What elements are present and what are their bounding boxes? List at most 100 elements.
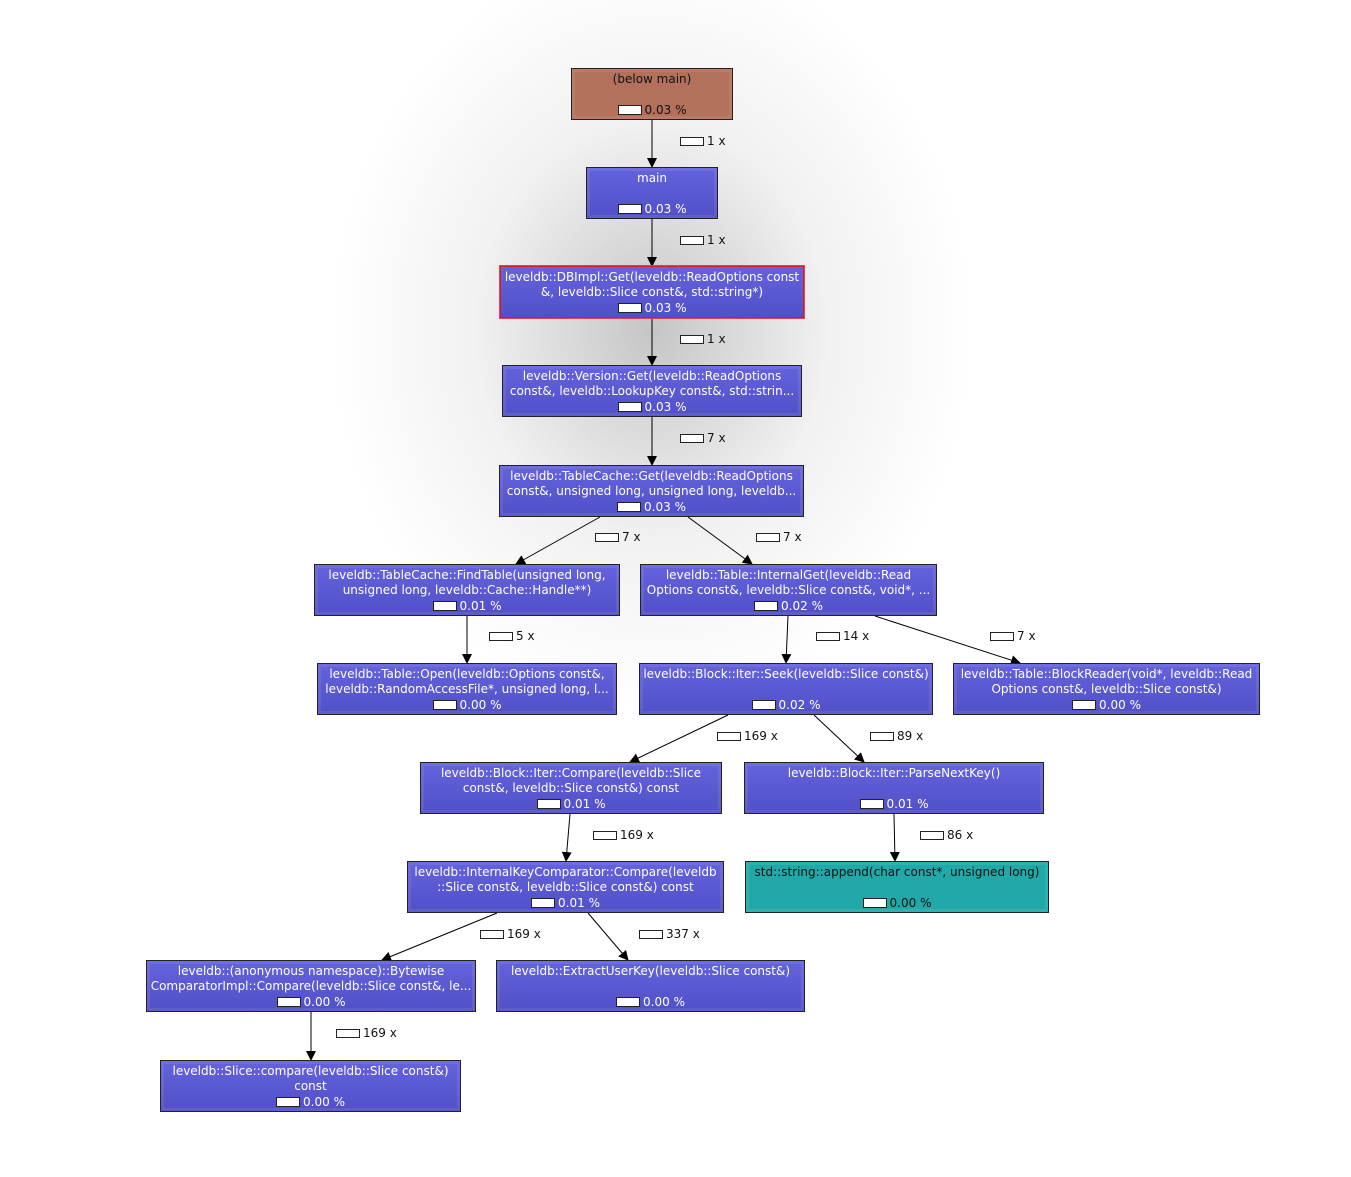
node-block-compare[interactable]: leveldb::Block::Iter::Compare(leveldb::S… [420, 762, 722, 814]
cost-value: 0.00 % [459, 697, 502, 712]
node-blockreader[interactable]: leveldb::Table::BlockReader(void*, level… [953, 663, 1260, 715]
node-label: leveldb::Block::Iter::Compare(leveldb::S… [440, 766, 702, 795]
edge-internalget-to-blockreader[interactable] [874, 615, 1021, 665]
call-bar [717, 731, 741, 741]
node-bytewise-compare[interactable]: leveldb::(anonymous namespace)::Bytewise… [146, 960, 476, 1012]
call-bar [593, 830, 617, 840]
edge-call-count: 169 x [336, 1026, 397, 1040]
cost-bar [276, 997, 301, 1007]
edge-call-count: 7 x [680, 431, 726, 445]
edge-tablecache-get-to-internalget[interactable] [687, 516, 753, 565]
call-bar [480, 929, 504, 939]
edge-call-count: 86 x [920, 828, 973, 842]
node-label: leveldb::(anonymous namespace)::Bytewise… [150, 964, 472, 993]
call-count-value: 1 x [707, 332, 726, 346]
node-label: leveldb::Block::Iter::ParseNextKey() [787, 766, 1001, 780]
node-label: leveldb::Version::Get(leveldb::ReadOptio… [509, 369, 795, 398]
call-bar [639, 929, 663, 939]
call-count-value: 169 x [507, 927, 541, 941]
node-internalget[interactable]: leveldb::Table::InternalGet(leveldb::Rea… [640, 564, 937, 616]
edge-call-count: 7 x [595, 530, 641, 544]
node-slice-compare[interactable]: leveldb::Slice::compare(leveldb::Slice c… [160, 1060, 461, 1112]
node-label: leveldb::DBImpl::Get(leveldb::ReadOption… [504, 270, 800, 299]
call-count-value: 337 x [666, 927, 700, 941]
node-findtable[interactable]: leveldb::TableCache::FindTable(unsigned … [314, 564, 620, 616]
node-label: leveldb::Table::InternalGet(leveldb::Rea… [646, 568, 931, 597]
node-label: leveldb::ExtractUserKey(leveldb::Slice c… [510, 964, 791, 978]
node-cost: 0.00 % [161, 1095, 460, 1109]
node-block-seek[interactable]: leveldb::Block::Iter::Seek(leveldb::Slic… [639, 663, 933, 715]
cost-bar [751, 700, 776, 710]
call-bar [990, 631, 1014, 641]
node-cost: 0.03 % [501, 301, 803, 315]
edge-call-count: 14 x [816, 629, 869, 643]
cost-value: 0.02 % [778, 697, 821, 712]
node-version-get[interactable]: leveldb::Version::Get(leveldb::ReadOptio… [502, 365, 802, 417]
edge-ikc-compare-to-bytewise-compare[interactable] [381, 912, 498, 962]
cost-value: 0.00 % [889, 895, 932, 910]
node-below-main[interactable]: (below main) 0.03 % [571, 68, 733, 120]
node-label: leveldb::Table::BlockReader(void*, level… [960, 667, 1253, 696]
node-main[interactable]: main 0.03 % [586, 167, 718, 219]
node-cost: 0.01 % [745, 797, 1043, 811]
edge-call-count: 169 x [480, 927, 541, 941]
node-cost: 0.03 % [572, 103, 732, 117]
edge-call-count: 7 x [990, 629, 1036, 643]
node-cost: 0.01 % [421, 797, 721, 811]
node-cost: 0.01 % [315, 599, 619, 613]
call-count-value: 14 x [843, 629, 870, 643]
node-label: leveldb::InternalKeyComparator::Compare(… [414, 865, 717, 894]
cost-value: 0.01 % [558, 895, 600, 910]
node-label: main [637, 171, 667, 185]
node-cost: 0.03 % [503, 400, 801, 414]
call-bar [756, 532, 780, 542]
edge-internalget-to-block-seek[interactable] [781, 615, 792, 664]
edge-ikc-compare-to-extractuserkey[interactable] [587, 912, 629, 961]
cost-value: 0.03 % [644, 102, 687, 117]
call-count-value: 169 x [744, 729, 778, 743]
cost-value: 0.01 % [563, 796, 606, 811]
edge-call-count: 1 x [680, 233, 726, 247]
edge-call-count: 89 x [870, 729, 923, 743]
cost-bar [432, 700, 457, 710]
node-string-append[interactable]: std::string::append(char const*, unsigne… [745, 861, 1049, 913]
node-parsenextkey[interactable]: leveldb::Block::Iter::ParseNextKey()0.01… [744, 762, 1044, 814]
cost-value: 0.02 % [781, 598, 823, 613]
edge-call-count: 169 x [717, 729, 778, 743]
node-table-open[interactable]: leveldb::Table::Open(leveldb::Options co… [317, 663, 617, 715]
node-label: (below main) [612, 72, 692, 86]
edge-tablecache-get-to-findtable[interactable] [515, 516, 601, 565]
cost-bar [276, 1097, 301, 1107]
edge-call-count: 1 x [680, 332, 726, 346]
call-bar [816, 631, 840, 641]
node-dbimpl-get[interactable]: leveldb::DBImpl::Get(leveldb::ReadOption… [500, 266, 804, 318]
node-extractuserkey[interactable]: leveldb::ExtractUserKey(leveldb::Slice c… [496, 960, 805, 1012]
node-label: leveldb::TableCache::FindTable(unsigned … [328, 568, 606, 597]
node-cost: 0.00 % [147, 995, 475, 1009]
edge-block-seek-to-block-compare[interactable] [629, 714, 729, 763]
edge-block-seek-to-parsenextkey[interactable] [813, 714, 865, 763]
call-count-value: 169 x [363, 1026, 397, 1040]
cost-value: 0.03 % [644, 300, 687, 315]
cost-bar [754, 601, 779, 611]
call-count-value: 1 x [707, 233, 726, 247]
call-count-value: 5 x [516, 629, 535, 643]
cost-bar [432, 601, 457, 611]
call-count-value: 7 x [783, 530, 802, 544]
call-count-value: 89 x [897, 729, 924, 743]
node-label: leveldb::TableCache::Get(leveldb::ReadOp… [506, 469, 797, 498]
cost-value: 0.03 % [644, 201, 687, 216]
node-cost: 0.03 % [500, 500, 803, 514]
edge-parsenextkey-to-string-append[interactable] [889, 813, 900, 862]
cost-value: 0.00 % [303, 1094, 345, 1109]
node-tablecache-get[interactable]: leveldb::TableCache::Get(leveldb::ReadOp… [499, 465, 804, 517]
edge-block-compare-to-ikc-compare[interactable] [561, 813, 572, 862]
call-bar [680, 334, 704, 344]
call-count-value: 7 x [1017, 629, 1036, 643]
cost-value: 0.03 % [644, 499, 686, 514]
call-bar [336, 1028, 360, 1038]
node-ikc-compare[interactable]: leveldb::InternalKeyComparator::Compare(… [407, 861, 724, 913]
cost-bar [531, 898, 556, 908]
call-count-value: 7 x [622, 530, 641, 544]
